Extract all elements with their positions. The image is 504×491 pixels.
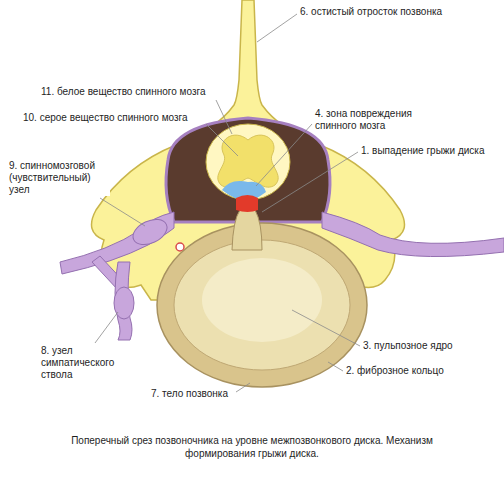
sympathetic-node (114, 287, 134, 319)
leader-line (262, 152, 358, 212)
nucleus-core (202, 258, 322, 342)
compression-zone (236, 195, 258, 212)
callout-label: 3. пульпозное ядро (362, 340, 454, 352)
callout-label: 2. фиброзное кольцо (345, 365, 445, 377)
leader-line (257, 14, 297, 42)
gray-matter (218, 135, 278, 187)
disc-herniation (232, 207, 262, 250)
callout-label: 7. тело позвонка (150, 388, 229, 400)
callout-label: 6. остистый отросток позвонка (299, 6, 443, 18)
leader-line (95, 312, 118, 343)
callout-label: 8. узел симпатического ствола (40, 345, 120, 381)
leader-line (216, 100, 232, 134)
leader-line (236, 383, 250, 392)
callout-label: 10. серое вещество спинного мозга (22, 112, 189, 124)
nerve-root (60, 212, 174, 274)
leader-lines (95, 14, 360, 392)
leader-line (328, 362, 343, 371)
caption: Поперечный срез позвоночника на уровне м… (62, 434, 442, 460)
vessel (176, 243, 184, 251)
spinal-canal (166, 118, 330, 222)
callout-label: 9. спинномозговой (чувствительный) узел (8, 160, 110, 196)
nerve-root (322, 212, 504, 257)
callout-label: 11. белое вещество спинного мозга (40, 86, 206, 98)
callout-label: 4. зона повреждения спинного мозга (314, 108, 434, 132)
nucleus-pulposus (174, 240, 350, 370)
leader-line (100, 198, 145, 226)
leader-line (256, 124, 312, 186)
leader-line (206, 124, 238, 156)
callout-label: 1. выпадение грыжи диска (360, 145, 485, 157)
leader-line (292, 310, 360, 346)
